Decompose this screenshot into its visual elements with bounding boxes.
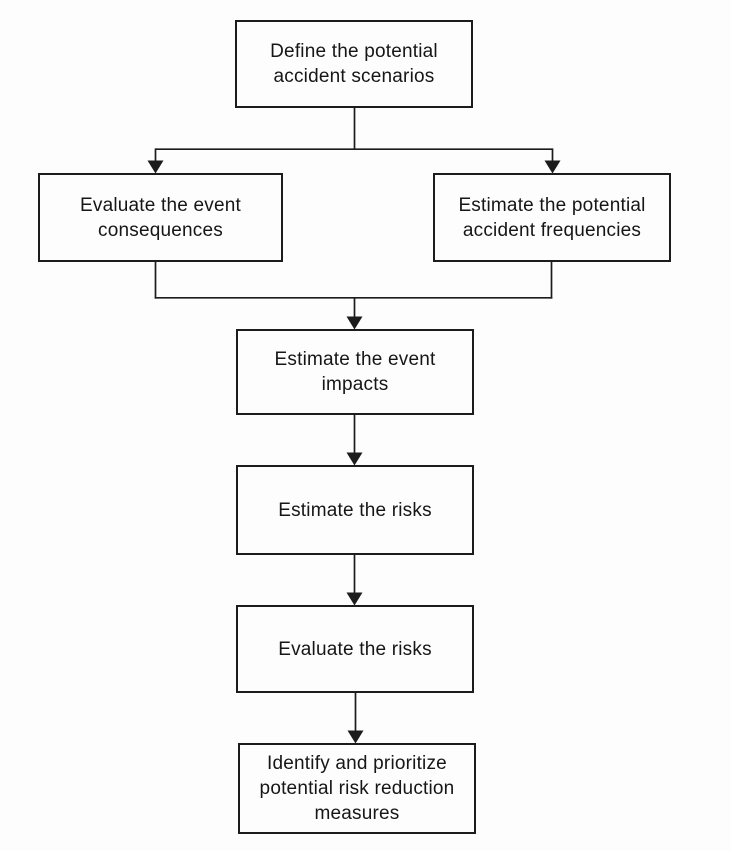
node-label: Estimate the risks xyxy=(278,499,432,521)
node-label: Evaluate the event consequences xyxy=(80,194,241,241)
arrowhead-icon xyxy=(346,316,363,330)
arrowhead-icon xyxy=(147,160,164,174)
node-label: Estimate the potential accident frequenc… xyxy=(458,194,646,241)
node-evaluate-consequences: Evaluate the event consequences xyxy=(38,173,283,262)
node-estimate-risks: Estimate the risks xyxy=(236,465,474,555)
node-label: Evaluate the risks xyxy=(278,638,432,660)
node-label: Identify and prioritize potential risk r… xyxy=(259,753,455,824)
node-label: Define the potential accident scenarios xyxy=(270,41,438,87)
node-evaluate-risks: Evaluate the risks xyxy=(236,605,474,693)
edge-impacts-to-risks xyxy=(346,415,363,466)
arrowhead-icon xyxy=(544,160,561,174)
arrowhead-icon xyxy=(347,730,364,744)
edge-evaluate-to-identify xyxy=(347,693,364,744)
node-estimate-impacts: Estimate the event impacts xyxy=(236,329,474,415)
node-define-scenarios: Define the potential accident scenarios xyxy=(235,20,473,108)
node-label: Estimate the event impacts xyxy=(274,349,436,395)
arrowhead-icon xyxy=(346,452,363,466)
arrowhead-icon xyxy=(346,592,363,606)
edge-branches-to-impacts xyxy=(154,262,553,330)
node-estimate-frequencies: Estimate the potential accident frequenc… xyxy=(433,173,671,262)
edge-risks-to-evaluate xyxy=(346,555,363,606)
node-identify-measures: Identify and prioritize potential risk r… xyxy=(238,743,476,834)
edge-define-to-branches xyxy=(147,107,561,174)
